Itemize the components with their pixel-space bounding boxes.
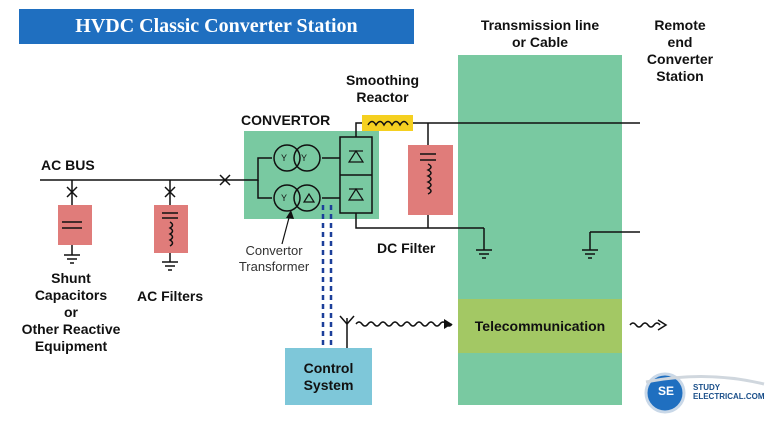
svg-text:Y: Y: [281, 193, 287, 203]
shunt-label-line2: Capacitors: [34, 287, 108, 303]
convertor-transformer-label: Convertor Transformer: [228, 243, 320, 275]
transformer-coils: [273, 144, 321, 212]
telecom-band: [458, 299, 622, 353]
control-dashed-lines: [321, 205, 333, 348]
remote-ground: [582, 231, 640, 259]
transformer-pointer-head: [286, 210, 294, 219]
control-label-line2: System: [303, 376, 354, 393]
shunt-label-line1: Shunt: [51, 270, 91, 286]
smoothing-reactor-label: Smoothing Reactor: [335, 72, 430, 106]
smoothing-label-line1: Smoothing: [345, 72, 420, 88]
svg-text:Y: Y: [301, 153, 307, 163]
dc-filter-symbol: [420, 153, 436, 195]
antenna-icon: [339, 315, 355, 348]
delta-winding-symbol: [302, 192, 316, 203]
convertor-transformer-line2: Transformer: [238, 259, 310, 274]
telecom-wave-right: [629, 322, 661, 328]
remote-label-line2: end: [667, 34, 693, 50]
remote-label-line1: Remote: [654, 17, 706, 33]
ac-filter-symbol: [162, 212, 178, 247]
svg-text:Y: Y: [281, 153, 287, 163]
ac-filter-ground: [162, 261, 178, 271]
transmission-line-label: Transmission line or Cable: [470, 17, 610, 51]
shunt-capacitor-symbol: [62, 221, 82, 229]
control-label-line1: Control: [303, 359, 354, 376]
transmission-line-label-line2: or Cable: [511, 34, 568, 50]
ac-bus-label: AC BUS: [41, 157, 95, 173]
shunt-ground: [64, 254, 80, 264]
shunt-breaker-x: [66, 186, 78, 198]
transformer-wiring: [249, 157, 340, 199]
bus-breaker-x: [219, 174, 231, 186]
shunt-capacitor-box: [58, 205, 92, 245]
shunt-label-line5: Equipment: [34, 338, 108, 354]
ac-filter-breaker-x: [164, 186, 176, 198]
smoothing-label-line2: Reactor: [356, 89, 409, 105]
smoothing-reactor-box: [362, 115, 413, 131]
page-title: HVDC Classic Converter Station: [19, 9, 414, 44]
telecom-arrow-left: [444, 319, 452, 329]
dc-wiring: [355, 122, 640, 229]
telecom-wave-left: [355, 321, 453, 327]
logo-text: STUDY ELECTRICAL.COM: [693, 383, 765, 401]
transformer-winding-labels: Y Y Y: [281, 153, 307, 203]
shunt-label-line3: or: [64, 304, 78, 320]
logo-circle: [644, 372, 686, 414]
ac-filters-label: AC Filters: [137, 288, 204, 304]
telecommunication-label: Telecommunication: [474, 318, 606, 334]
convertor-transformer-line1: Convertor: [245, 243, 303, 258]
site-logo: SE: [648, 372, 768, 414]
remote-label-line3: Converter: [646, 51, 714, 67]
logo-mark: SE: [657, 384, 674, 398]
logo-swoosh: [645, 374, 765, 386]
dc-filter-label: DC Filter: [377, 240, 436, 256]
shunt-label-line4: Other Reactive: [21, 321, 121, 337]
control-system-box: [285, 348, 372, 405]
thyristor-symbols: [347, 149, 365, 201]
logo-text-line1: STUDY: [693, 383, 721, 392]
logo-text-line2: ELECTRICAL.COM: [693, 392, 765, 401]
remote-station-label: Remote end Converter Station: [635, 17, 725, 85]
control-system-label: Control System: [285, 348, 372, 405]
smoothing-reactor-coil: [367, 120, 409, 127]
shunt-capacitors-label: Shunt Capacitors or Other Reactive Equip…: [10, 270, 132, 355]
convertor-label: CONVERTOR: [241, 112, 331, 128]
transmission-line-label-line1: Transmission line: [480, 17, 600, 33]
telecom-arrow-right: [657, 319, 668, 331]
dc-ground: [445, 227, 492, 259]
remote-label-line4: Station: [656, 68, 704, 84]
transformer-pointer: [281, 213, 291, 245]
